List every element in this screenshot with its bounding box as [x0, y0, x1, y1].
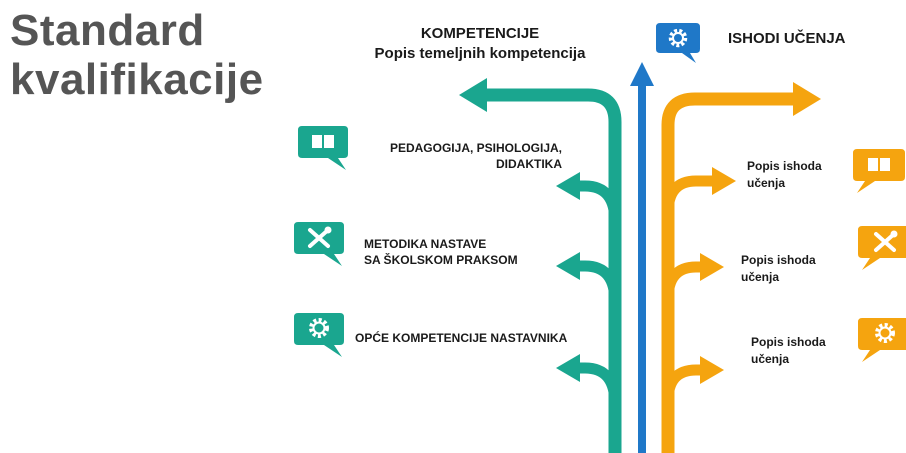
book-icon [868, 158, 890, 171]
gear-icon [309, 318, 329, 338]
left-icon-1 [298, 126, 348, 170]
page-title-line-1: Standard [10, 6, 205, 55]
teal-main-branch [485, 88, 622, 453]
orange-branch-1-arrowhead [712, 167, 736, 195]
right-item-1-label: Popis ishoda učenja [747, 158, 847, 192]
outcomes-header-icon [656, 23, 700, 63]
teal-branch-2 [578, 260, 621, 303]
page-title: Standard kvalifikacije [10, 6, 310, 104]
competences-branch-group [459, 78, 622, 453]
orange-branch-2 [662, 261, 702, 300]
book-icon [312, 135, 334, 148]
teal-branch-1 [578, 180, 621, 223]
orange-branch-3 [662, 364, 702, 402]
outcomes-branch-group [661, 82, 821, 453]
right-item-2-label: Popis ishoda učenja [741, 252, 841, 286]
right-item-3-label: Popis ishoda učenja [751, 334, 851, 368]
left-item-3-label: OPĆE KOMPETENCIJE NASTAVNIKA [355, 330, 615, 346]
left-item-2-line-2: SA ŠKOLSKOM PRAKSOM [364, 253, 518, 267]
right-item-3-line-2: učenja [751, 352, 790, 366]
left-icon-3 [294, 313, 344, 357]
competences-header: KOMPETENCIJE Popis temeljnih kompetencij… [350, 24, 610, 64]
tools-icon [308, 226, 332, 248]
left-item-1-line-2: DIDAKTIKA [496, 157, 562, 171]
blue-central-arrowhead [630, 62, 654, 86]
right-icon-1 [853, 149, 905, 193]
left-item-2-label: METODIKA NASTAVE SA ŠKOLSKOM PRAKSOM [364, 236, 564, 268]
orange-main-arrowhead [793, 82, 821, 116]
outcomes-header-label: ISHODI UČENJA [728, 30, 846, 47]
right-item-2-line-2: učenja [741, 270, 780, 284]
right-icon-2 [858, 226, 906, 270]
orange-branch-2-arrowhead [700, 253, 724, 281]
teal-branch-3 [578, 362, 621, 405]
left-item-3-line-1: OPĆE KOMPETENCIJE NASTAVNIKA [355, 331, 568, 345]
competences-header-subtitle: Popis temeljnih kompetencija [374, 45, 586, 62]
gear-icon [875, 323, 895, 343]
teal-branch-3-arrowhead [556, 354, 580, 382]
central-arrow-group [630, 62, 654, 453]
teal-main-arrowhead [459, 78, 487, 112]
teal-branch-2-arrowhead [556, 252, 580, 280]
right-icon-3 [858, 318, 906, 362]
right-item-1-line-2: učenja [747, 176, 786, 190]
left-icon-2 [294, 222, 344, 266]
orange-branch-3-arrowhead [700, 356, 724, 384]
left-item-1-line-1: PEDAGOGIJA, PSIHOLOGIJA, [389, 141, 562, 155]
left-item-2-line-1: METODIKA NASTAVE [364, 237, 487, 251]
page-title-line-2: kvalifikacije [10, 55, 264, 104]
tools-icon [874, 230, 898, 252]
left-item-1-label: PEDAGOGIJA, PSIHOLOGIJA, DIDAKTIKA [372, 140, 562, 172]
right-item-2-line-1: Popis ishoda [741, 253, 816, 267]
teal-branch-1-arrowhead [556, 172, 580, 200]
orange-branch-1 [662, 175, 714, 214]
gear-icon [668, 28, 688, 48]
orange-main-branch [661, 92, 795, 453]
competences-header-title: KOMPETENCIJE [420, 25, 540, 42]
right-item-1-line-1: Popis ishoda [747, 159, 822, 173]
right-item-3-line-1: Popis ishoda [751, 335, 826, 349]
